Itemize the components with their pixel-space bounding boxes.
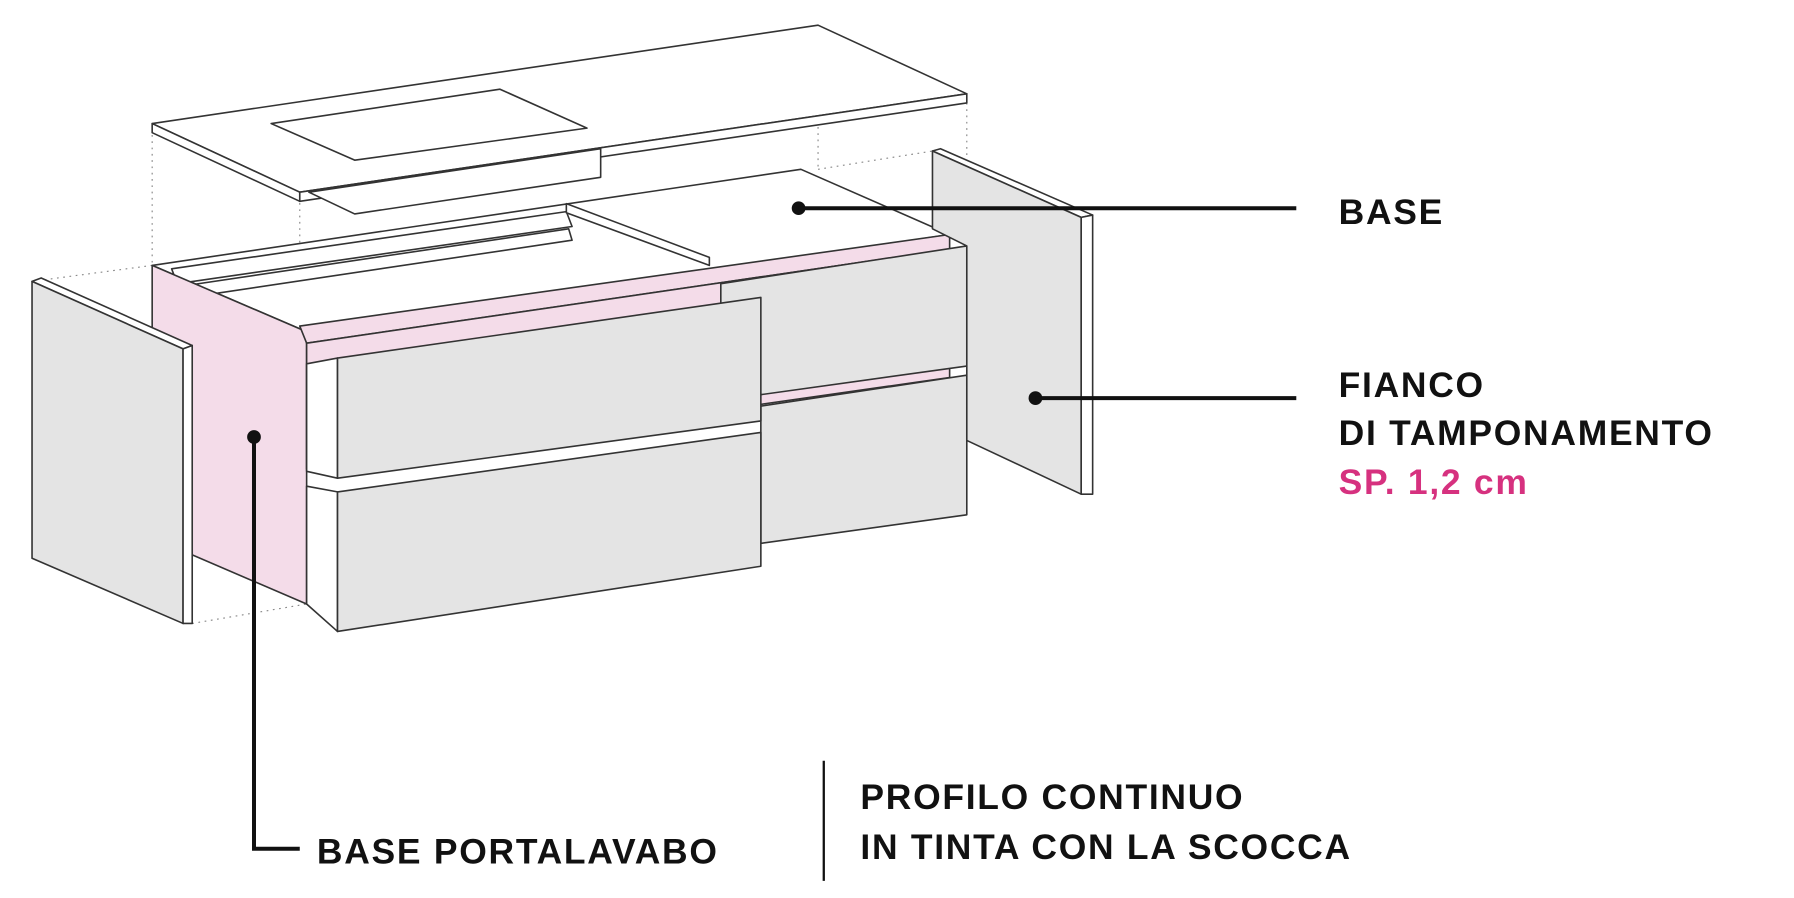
washbasin-top <box>151 24 968 215</box>
label-profilo-line2: IN TINTA CON LA SCOCCA <box>860 827 1351 867</box>
leader-lines <box>247 201 1297 881</box>
fianco-tamponamento-left <box>31 277 194 625</box>
fianco-marker-dot <box>1028 391 1043 405</box>
label-fianco-line1: FIANCO <box>1339 365 1485 405</box>
drawers <box>305 245 968 633</box>
label-fianco-line2: DI TAMPONAMENTO <box>1339 413 1714 453</box>
label-fianco-thickness: SP. 1,2 cm <box>1339 462 1529 502</box>
label-base: BASE <box>1339 192 1444 232</box>
label-base-portalavabo: BASE PORTALAVABO <box>317 832 719 872</box>
label-profilo-line1: PROFILO CONTINUO <box>860 777 1244 817</box>
fianco-tamponamento-right <box>931 147 1094 495</box>
